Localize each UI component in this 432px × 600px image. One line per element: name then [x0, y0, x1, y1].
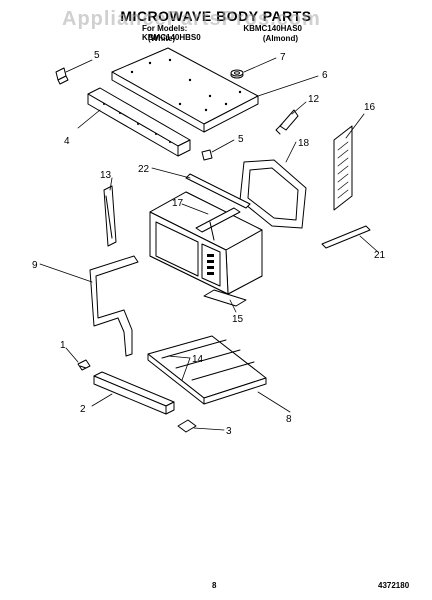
color-almond: (Almond): [262, 34, 298, 43]
side-trim-part: [89, 255, 139, 357]
callout-17: 17: [172, 198, 184, 209]
microwave-body-part: [149, 191, 263, 295]
callout-21: 21: [374, 250, 386, 261]
color-white: (White): [148, 34, 176, 43]
callout-5-lower: 5: [238, 134, 244, 145]
watermark-logo: AppliancePartsPros.com: [62, 8, 321, 30]
callout-15: 15: [232, 314, 244, 325]
callout-3: 3: [226, 426, 232, 437]
callout-12: 12: [308, 94, 320, 105]
diagram-title: MICROWAVE BODY PARTS: [120, 8, 312, 24]
callout-6: 6: [322, 70, 328, 81]
door-frame-part: [239, 159, 307, 229]
model-numbers: For Models: KBMC140HBS0 KBMC140HAS0: [142, 24, 302, 42]
model-number-almond: KBMC140HAS0: [243, 24, 302, 33]
callout-16: 16: [364, 102, 376, 113]
top-bracket-part: [195, 207, 241, 241]
callout-5-top: 5: [94, 50, 100, 61]
side-panel-part: [333, 125, 353, 211]
callout-7: 7: [280, 52, 286, 63]
callout-1: 1: [60, 340, 66, 351]
small-foot-part: [177, 419, 197, 433]
model-number-white: For Models: KBMC140HBS0: [142, 24, 201, 42]
front-rail-part: [87, 87, 191, 157]
callout-9: 9: [32, 260, 38, 271]
callout-4: 4: [64, 136, 70, 147]
top-cabinet-panel-part: [111, 47, 259, 133]
rail-part: [321, 225, 371, 249]
callout-22: 22: [138, 164, 150, 175]
callout-18: 18: [298, 138, 310, 149]
small-bracket-part-top: [55, 67, 69, 85]
base-tray-part: [147, 335, 267, 405]
callout-14: 14: [192, 354, 204, 365]
side-rail-part: [103, 185, 117, 247]
callout-8: 8: [286, 414, 292, 425]
small-bracket-part-lower: [201, 149, 213, 161]
grommet-part: [230, 69, 244, 79]
clip-part: [275, 109, 299, 135]
document-number: 4372180: [378, 581, 410, 590]
callout-2: 2: [80, 404, 86, 415]
model-colors: (White) (Almond): [148, 34, 298, 43]
bottom-strip-part: [203, 289, 247, 307]
callout-13: 13: [100, 170, 112, 181]
leader-lines: [39, 57, 379, 431]
front-base-rail-part: [93, 371, 175, 415]
small-clip-part: [77, 359, 91, 371]
top-trim-strip-part: [185, 173, 251, 209]
page-number: 8: [212, 581, 217, 590]
